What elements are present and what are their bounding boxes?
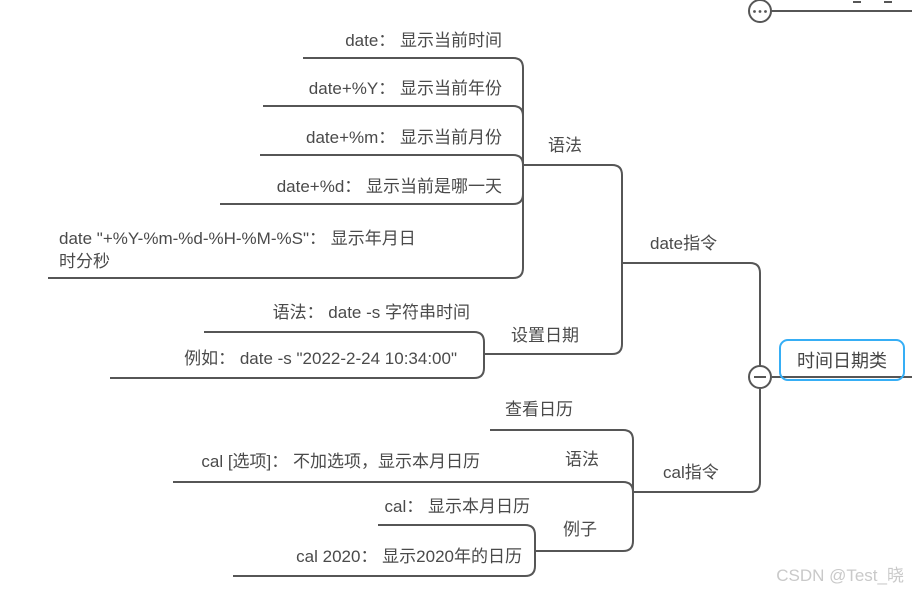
topic-cal-month[interactable]: cal： 显示本月日历 (384, 497, 530, 516)
topic-date-month[interactable]: date+%m： 显示当前月份 (305, 128, 502, 147)
ellipsis-dot (753, 10, 756, 13)
connector-elbow (512, 105, 524, 117)
connector-trunk-set-date (473, 331, 485, 379)
connector-elbow (512, 193, 524, 205)
topic-set-date[interactable]: 设置日期 (511, 326, 579, 345)
connector-trunk-date-syntax (512, 57, 524, 279)
topic-cal-2020[interactable]: cal 2020： 显示2020年的日历 (296, 547, 522, 566)
topic-date-syntax[interactable]: 语法 (548, 136, 582, 155)
topic-date-now[interactable]: date： 显示当前时间 (345, 31, 502, 50)
topic-cal-cmd[interactable]: cal指令 (663, 463, 719, 482)
topic-cal-view[interactable]: 查看日历 (505, 400, 573, 419)
topic-date-cmd[interactable]: date指令 (650, 234, 718, 253)
topic-root[interactable]: 时间日期类 (779, 339, 905, 381)
collapse-button[interactable] (748, 365, 772, 389)
connector-trunk-cal-cmd (622, 440, 634, 552)
connector-trunk-date-cmd (611, 175, 623, 355)
topic-underline-cal-cmd (633, 389, 761, 493)
topic-date-full[interactable]: date "+%Y-%m-%d-%H-%M-%S"： 显示年月日 时分秒 (59, 229, 416, 271)
expand-button[interactable] (748, 0, 772, 23)
topic-underline-date-syntax (523, 164, 623, 176)
topic-set-example[interactable]: 例如： date -s "2022-2-24 10:34:00" (184, 349, 457, 368)
topic-date-day[interactable]: date+%d： 显示当前是哪一天 (276, 177, 502, 196)
topic-set-syntax[interactable]: 语法： date -s 字符串时间 (272, 303, 470, 322)
topic-date-year[interactable]: date+%Y： 显示当前年份 (308, 79, 502, 98)
topic-underline-date-cmd (622, 262, 761, 366)
watermark: CSDN @Test_晓 (776, 566, 904, 585)
topic-cal-example[interactable]: 例子 (563, 520, 597, 539)
connector-trunk-cal-example (524, 524, 536, 577)
topic-underline-cal-view (490, 429, 634, 441)
topic-cal-opt[interactable]: cal [选项]： 不加选项，显示本月日历 (201, 452, 480, 471)
ellipsis-dot (764, 10, 767, 13)
connector-elbow (512, 154, 524, 166)
ellipsis-dot (758, 10, 762, 13)
topic-cal-syntax[interactable]: 语法 (565, 450, 599, 469)
topic-underline-cal-syntax (173, 481, 634, 493)
root-topic-label: 时间日期类 (797, 351, 887, 371)
